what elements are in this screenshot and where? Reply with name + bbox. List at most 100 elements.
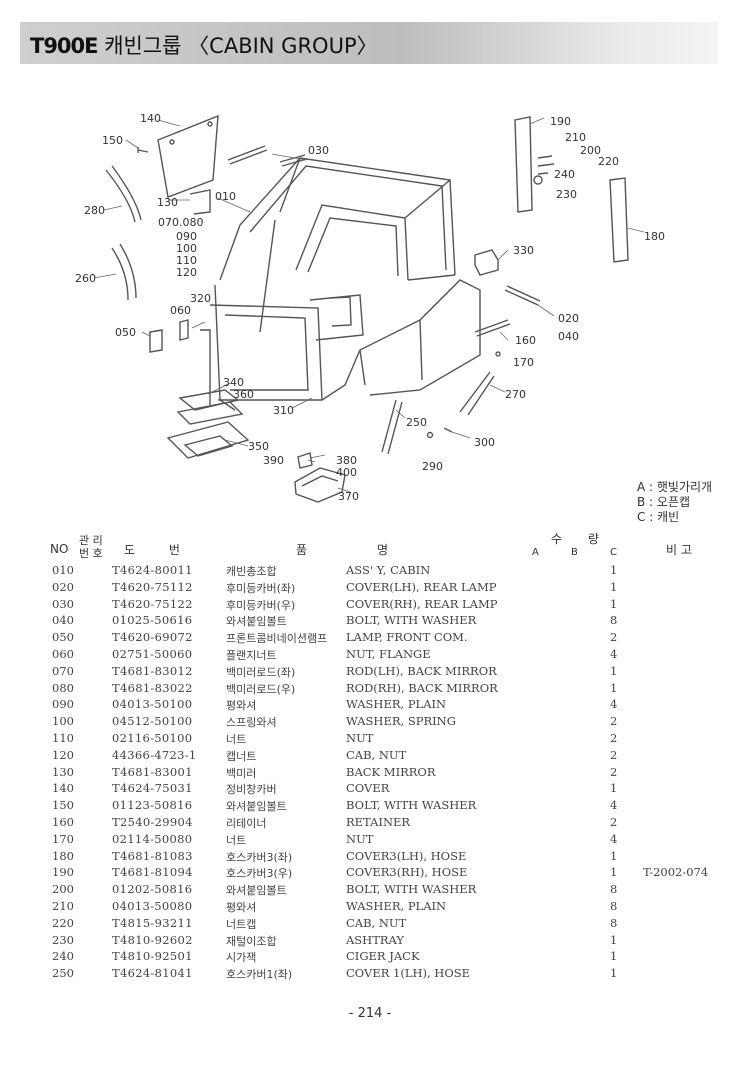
qty-c: 2 bbox=[610, 814, 618, 829]
qty-c: 1 bbox=[610, 781, 618, 796]
part-name-en: COVER3(LH), HOSE bbox=[346, 848, 467, 863]
legend-c: C : 캐빈 bbox=[637, 510, 680, 524]
part-name-en: ROD(RH), BACK MIRROR bbox=[346, 680, 498, 695]
qty-c: 8 bbox=[610, 882, 618, 897]
row-no: 090 bbox=[52, 697, 74, 712]
part-name-kr: 너트캡 bbox=[226, 917, 257, 931]
part-name-en: ROD(LH), BACK MIRROR bbox=[346, 663, 497, 678]
part-name-en: NUT, FLANGE bbox=[346, 646, 431, 661]
part-name-en: COVER3(RH), HOSE bbox=[346, 865, 468, 880]
qty-c: 1 bbox=[610, 865, 618, 880]
part-name-kr: 호스카버1(좌) bbox=[226, 968, 293, 982]
part-number: 01123-50816 bbox=[112, 798, 193, 813]
legend-a: A : 햇빛가리개 bbox=[637, 480, 713, 494]
part-name-en: WASHER, PLAIN bbox=[346, 898, 447, 913]
part-name-kr: 백미러 bbox=[226, 766, 257, 780]
row-no: 190 bbox=[52, 865, 74, 880]
part-number: T4810-92602 bbox=[112, 932, 193, 947]
callout-090: 090 bbox=[176, 230, 197, 243]
callout-360: 360 bbox=[233, 388, 254, 401]
part-name-en: RETAINER bbox=[346, 814, 411, 829]
header-mgmt-top: 관 리 bbox=[79, 534, 103, 547]
part-name-kr: 와셔붙임볼트 bbox=[226, 615, 287, 629]
header-qty: 수 량 bbox=[551, 532, 599, 546]
part-name-en: LAMP, FRONT COM. bbox=[346, 630, 468, 645]
qty-c: 8 bbox=[610, 613, 618, 628]
callout-330: 330 bbox=[513, 244, 534, 257]
qty-c: 1 bbox=[610, 663, 618, 678]
header-col-a: A bbox=[532, 547, 539, 558]
row-no: 050 bbox=[52, 630, 74, 645]
callout-350: 350 bbox=[248, 440, 269, 453]
part-number: T4810-92501 bbox=[112, 949, 193, 964]
header-col-b: B bbox=[571, 547, 578, 558]
part-number: T4620-75122 bbox=[112, 596, 193, 611]
qty-c: 1 bbox=[610, 680, 618, 695]
callout-060: 060 bbox=[170, 304, 191, 317]
legend-b: B : 오픈캡 bbox=[637, 495, 691, 509]
part-name-en: ASHTRAY bbox=[346, 932, 404, 947]
part-number: T4681-83001 bbox=[112, 764, 193, 779]
part-name-kr: 백미러로드(우) bbox=[226, 682, 296, 696]
row-no: 210 bbox=[52, 898, 74, 913]
part-name-kr: 재털이조합 bbox=[226, 934, 277, 948]
qty-c: 1 bbox=[610, 563, 618, 577]
qty-c: 2 bbox=[610, 730, 618, 745]
exploded-diagram: 140 150 030 010 280 130 070.080 090 100 … bbox=[60, 100, 665, 520]
part-number: 02114-50080 bbox=[112, 831, 193, 846]
part-number: T4624-75031 bbox=[112, 781, 193, 796]
qty-c: 1 bbox=[610, 848, 618, 863]
part-number: 44366-4723-1 bbox=[112, 747, 197, 762]
part-name-kr: 후미등카버(좌) bbox=[226, 581, 296, 595]
part-name-en: CAB, NUT bbox=[346, 747, 407, 762]
callout-110: 110 bbox=[176, 254, 197, 267]
part-name-kr: 와셔붙임볼트 bbox=[226, 884, 287, 898]
part-number: 02116-50100 bbox=[112, 730, 193, 745]
callout-370: 370 bbox=[338, 490, 359, 503]
part-name-kr: 프론트콤비네이션램프 bbox=[226, 632, 328, 646]
callout-040: 040 bbox=[558, 330, 579, 343]
callout-030: 030 bbox=[308, 144, 329, 157]
part-name-kr: 너트 bbox=[226, 732, 247, 746]
callout-250: 250 bbox=[406, 416, 427, 429]
part-name-kr: 호스카버3(우) bbox=[226, 867, 293, 881]
qty-c: 2 bbox=[610, 630, 618, 645]
callout-050: 050 bbox=[115, 326, 136, 339]
part-name-kr: 백미러로드(좌) bbox=[226, 665, 296, 679]
header-part-name-2: 명 bbox=[377, 543, 389, 557]
legend: A : 햇빛가리개 B : 오픈캡 C : 캐빈 bbox=[637, 480, 712, 525]
callout-390: 390 bbox=[263, 454, 284, 467]
part-name-en: ASS' Y, CABIN bbox=[346, 563, 431, 577]
row-no: 010 bbox=[52, 563, 74, 577]
part-name-en: WASHER, PLAIN bbox=[346, 697, 447, 712]
row-no: 170 bbox=[52, 831, 74, 846]
row-no: 240 bbox=[52, 949, 74, 964]
qty-c: 1 bbox=[610, 596, 618, 611]
part-number: 04512-50100 bbox=[112, 714, 193, 729]
part-number: T4681-83012 bbox=[112, 663, 193, 678]
callout-220: 220 bbox=[598, 155, 619, 168]
row-no: 120 bbox=[52, 747, 74, 762]
callout-300: 300 bbox=[474, 436, 495, 449]
part-name-en: CIGER JACK bbox=[346, 949, 420, 964]
part-name-kr: 스프링와셔 bbox=[226, 716, 277, 730]
part-name-en: BOLT, WITH WASHER bbox=[346, 882, 477, 897]
row-no: 080 bbox=[52, 680, 74, 695]
part-name-kr: 평와셔 bbox=[226, 699, 257, 713]
qty-c: 4 bbox=[610, 646, 618, 661]
page-header: T900E 캐빈그룹 〈CABIN GROUP〉 bbox=[20, 22, 718, 64]
callout-310: 310 bbox=[273, 404, 294, 417]
header-drawing: 도 번 bbox=[124, 543, 180, 557]
header-remarks: 비 고 bbox=[666, 543, 692, 557]
part-number: T4620-69072 bbox=[112, 630, 193, 645]
row-no: 180 bbox=[52, 848, 74, 863]
